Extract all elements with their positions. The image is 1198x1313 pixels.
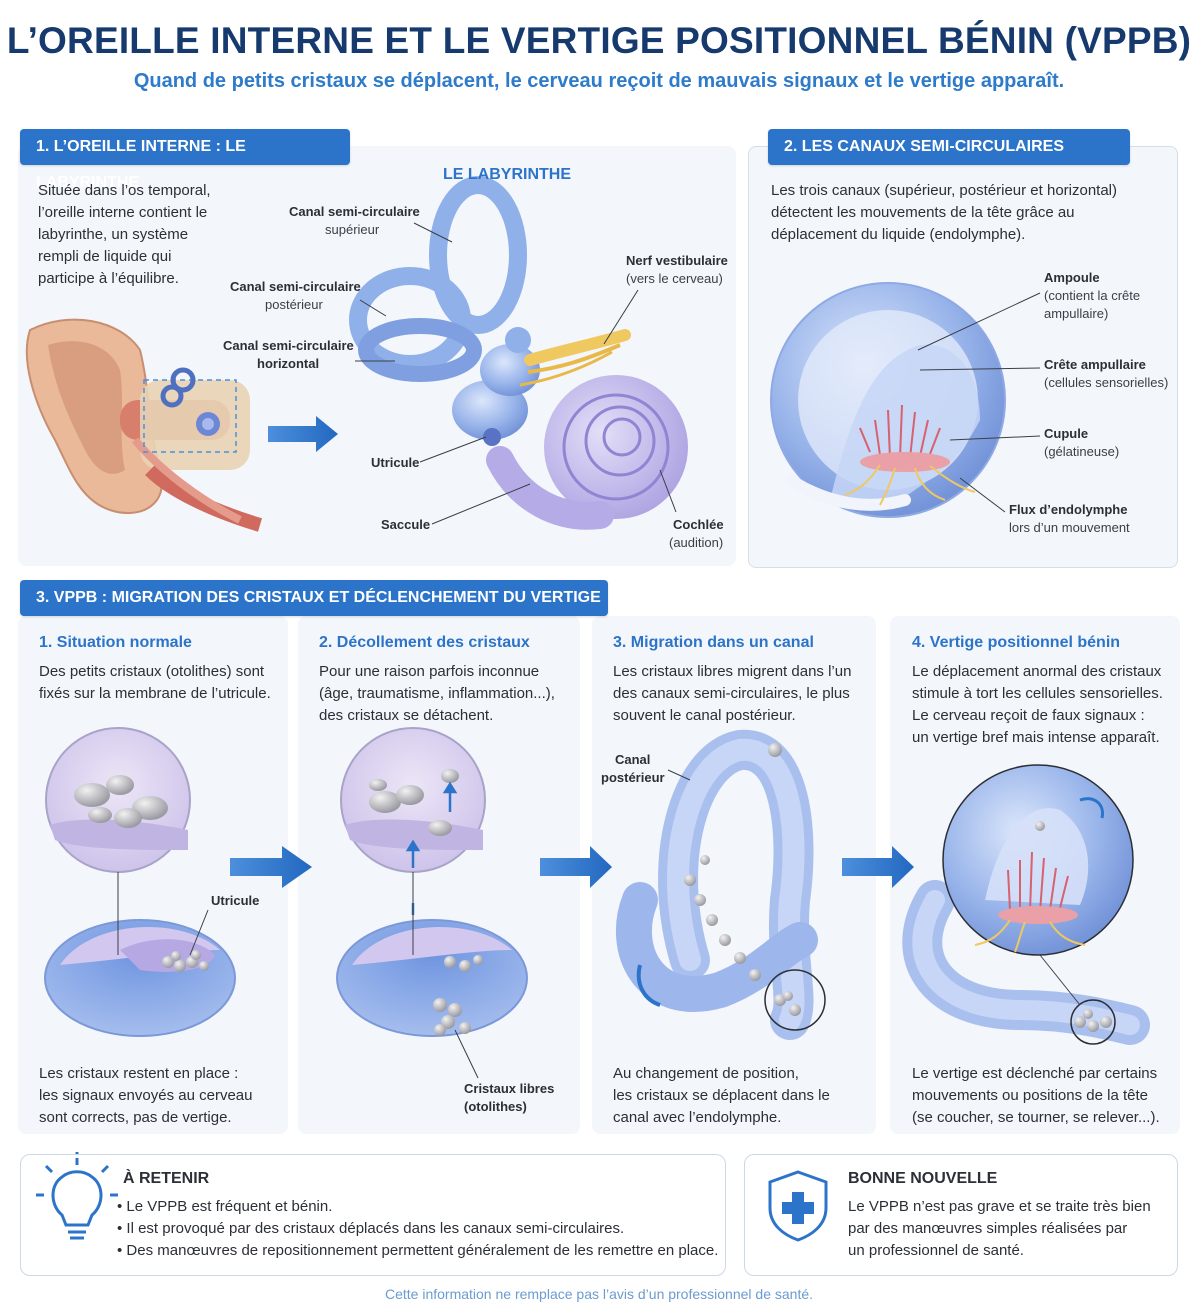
section1-heading: 1. L’OREILLE INTERNE : LE LABYRINTHE bbox=[20, 129, 350, 191]
step4-title: 4. Vertige positionnel bénin bbox=[912, 634, 1121, 651]
label-ampoule: Ampoule bbox=[1044, 270, 1100, 285]
step2-title: 2. Décollement des cristaux bbox=[319, 634, 530, 651]
step2-illustration bbox=[336, 727, 528, 1079]
arrow-icon bbox=[230, 846, 312, 888]
labyrinth-title: LE LABYRINTHE bbox=[443, 166, 571, 183]
label-canal-superieur: Canal semi-circulaire bbox=[289, 204, 420, 219]
label-flux-endolymphe: Flux d’endolymphe bbox=[1009, 502, 1128, 517]
step1-illustration bbox=[44, 727, 236, 1037]
lightbulb-icon bbox=[36, 1158, 118, 1240]
page-title: L’OREILLE INTERNE ET LE VERTIGE POSITION… bbox=[6, 20, 1192, 61]
section3-heading: 3. VPPB : MIGRATION DES CRISTAUX ET DÉCL… bbox=[20, 580, 608, 616]
label-canal-posterieur-step3: Canal bbox=[615, 752, 651, 767]
step3-panel bbox=[592, 616, 876, 1134]
label-crete-ampullaire: Crête ampullaire bbox=[1044, 357, 1146, 372]
step3-illustration bbox=[615, 729, 826, 1040]
step2-panel bbox=[298, 616, 580, 1134]
retenir-box bbox=[20, 1154, 726, 1276]
retenir-item: • Des manœuvres de repositionnement perm… bbox=[117, 1242, 719, 1259]
label-cochlee: Cochlée bbox=[673, 517, 724, 532]
label-canal-posterieur: Canal semi-circulaire bbox=[230, 279, 361, 294]
label-utricule-step1: Utricule bbox=[211, 893, 260, 908]
arrow-icon bbox=[842, 846, 914, 888]
label-utricule: Utricule bbox=[371, 455, 420, 470]
retenir-item: • Le VPPB est fréquent et bénin. bbox=[117, 1198, 333, 1215]
label-canal-horizontal: Canal semi-circulaire bbox=[223, 338, 354, 353]
label-saccule: Saccule bbox=[381, 517, 431, 532]
shield-plus-icon bbox=[768, 1170, 828, 1242]
bonne-nouvelle-title: BONNE NOUVELLE bbox=[848, 1170, 998, 1187]
retenir-title: À RETENIR bbox=[123, 1170, 210, 1187]
page-subtitle: Quand de petits cristaux se déplacent, l… bbox=[133, 70, 1065, 92]
label-nerf-vestibulaire: Nerf vestibulaire bbox=[626, 253, 728, 268]
step1-title: 1. Situation normale bbox=[39, 634, 192, 651]
step4-illustration bbox=[902, 764, 1150, 1045]
arrow-icon bbox=[268, 416, 338, 452]
leader-lines-2 bbox=[917, 292, 1041, 513]
arrow-icon bbox=[540, 846, 612, 888]
retenir-item: • Il est provoqué par des cristaux dépla… bbox=[117, 1220, 625, 1237]
ampulla-illustration bbox=[770, 282, 1006, 518]
labyrinth-illustration bbox=[349, 176, 688, 530]
step3-title: 3. Migration dans un canal bbox=[613, 634, 814, 651]
footer-disclaimer: Cette information ne remplace pas l’avis… bbox=[384, 1286, 814, 1302]
label-cupule: Cupule bbox=[1044, 426, 1089, 441]
label-cristaux-libres: Cristaux libres bbox=[464, 1081, 555, 1096]
ear-illustration bbox=[25, 318, 263, 532]
section2-heading: 2. LES CANAUX SEMI-CIRCULAIRES bbox=[768, 129, 1130, 165]
leader-lines-1 bbox=[355, 222, 677, 525]
